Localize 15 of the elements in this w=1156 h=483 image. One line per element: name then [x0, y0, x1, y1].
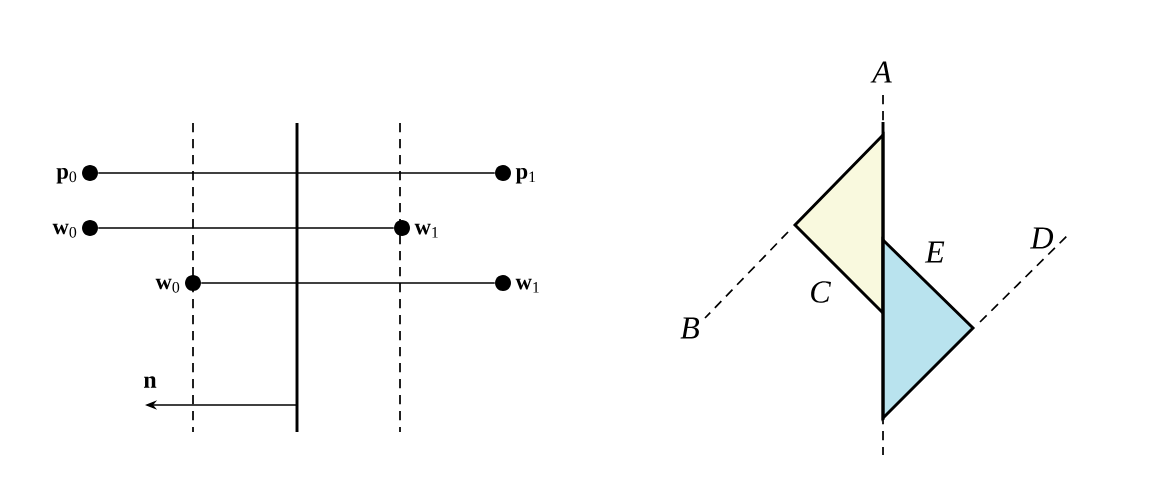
point-label: D [1030, 227, 1054, 249]
line-segment [97, 172, 496, 174]
point-label: A [870, 61, 892, 83]
line-segment [97, 227, 395, 229]
node-label: w$_{1}$ [414, 223, 438, 238]
point-label: E [924, 241, 945, 263]
line-segment [200, 282, 496, 284]
vector-label: n [144, 376, 157, 388]
node-label: w$_{1}$ [515, 278, 539, 293]
node-label: p$_{1}$ [515, 167, 536, 184]
node-label: w$_{0}$ [52, 223, 77, 238]
point-label: C [811, 281, 831, 303]
node-label: w$_{0}$ [155, 278, 180, 293]
node-label: p$_{0}$ [56, 167, 77, 184]
point-label: B [680, 317, 700, 339]
